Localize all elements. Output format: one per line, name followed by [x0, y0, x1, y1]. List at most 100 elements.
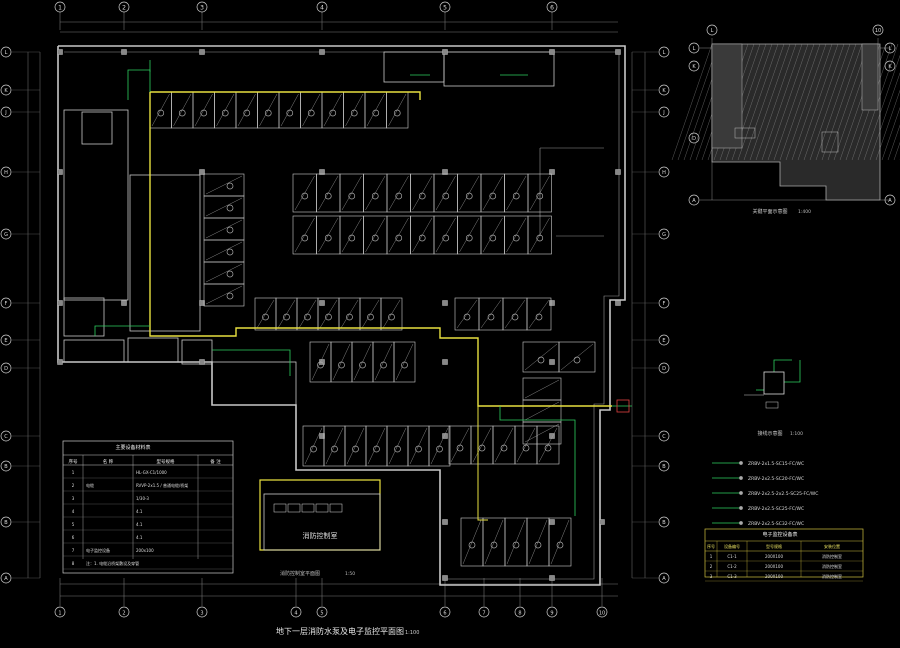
legend-table-cell: 5 — [72, 522, 75, 527]
equipment-table-cell: 2 — [710, 564, 713, 569]
elevator — [81, 111, 113, 145]
drawing-scale: 1:100 — [405, 630, 419, 636]
parking-marker — [324, 192, 332, 200]
structural-column — [442, 49, 448, 55]
legend-table-cell: 3 — [72, 496, 75, 501]
legend-dot — [739, 476, 743, 480]
parking-marker — [346, 313, 353, 321]
legend-table-cell: 4.1 — [136, 535, 143, 540]
detail-cabinet — [763, 371, 785, 395]
structural-column — [319, 169, 325, 175]
parking-marker — [468, 541, 476, 549]
structural-column — [199, 169, 205, 175]
axis-label-bottom: 7 — [482, 611, 485, 617]
legend-table-cell: 6 — [72, 535, 75, 540]
legend-table-cell: 注：1. 电缆沿桥架敷设及穿管 — [86, 560, 139, 566]
hatch-line — [803, 43, 845, 161]
parking-marker — [535, 313, 543, 321]
axis-label-bottom: 9 — [550, 611, 553, 617]
parking-marker — [301, 192, 309, 200]
cable-route-main — [150, 91, 421, 100]
structural-column — [199, 49, 205, 55]
structural-column — [442, 575, 448, 581]
parking-marker — [487, 313, 495, 321]
parking-marker — [556, 541, 564, 549]
structural-column — [57, 169, 63, 175]
detail-cable — [784, 360, 801, 383]
legend-text: ZRBV-2x2.5-2x2.5-SC25-FC/WC — [748, 491, 818, 497]
axis-label-top: 5 — [443, 5, 447, 12]
parking-space — [522, 421, 562, 445]
hatch-line — [869, 72, 900, 161]
key-axis-label: A — [692, 198, 696, 204]
parking-marker — [442, 234, 450, 242]
structural-column — [442, 169, 448, 175]
axis-label-left: E — [4, 338, 7, 344]
axis-bubble-bottom — [316, 606, 328, 618]
key-plan-caption: 关键平面示意图 — [752, 208, 787, 215]
hatch-line — [887, 124, 900, 161]
axis-label-left: F — [5, 301, 8, 307]
axis-bubble-right — [658, 362, 670, 374]
equipment-table-header: 序号 — [707, 543, 715, 549]
parking-marker — [465, 234, 473, 242]
key-axis-bubble — [884, 42, 896, 54]
structural-column — [57, 359, 63, 365]
parking-marker — [463, 313, 471, 321]
axis-bubble-right — [658, 516, 670, 528]
structural-column — [549, 49, 555, 55]
legend-table-header: 备 注 — [210, 458, 221, 465]
axis-bubble-bottom — [546, 606, 558, 618]
parking-marker — [573, 356, 581, 364]
hatch-line — [791, 43, 833, 161]
legend-table-cell: RVVP-2x1.5 / 普通电缆/桥架 — [136, 482, 188, 488]
parking-marker — [536, 192, 544, 200]
equipment-table-cell: 200X100 — [765, 554, 783, 559]
axis-label-left: H — [4, 170, 8, 176]
axis-label-left: C — [4, 434, 8, 440]
key-axis-bubble — [688, 132, 700, 144]
equipment-table-cell: 1 — [710, 554, 713, 559]
parking-marker — [371, 192, 379, 200]
axis-bubble-left — [0, 228, 12, 240]
parking-marker — [512, 192, 520, 200]
parking-marker — [350, 109, 358, 117]
hatch-line — [779, 43, 821, 161]
parking-marker — [393, 109, 401, 117]
parking-marker — [200, 109, 208, 117]
axis-bubble-top — [316, 1, 328, 13]
hatched-zone — [711, 43, 743, 149]
parking-marker — [380, 361, 387, 369]
parking-marker — [544, 444, 552, 452]
room — [383, 51, 445, 83]
axis-bubble-right — [658, 84, 670, 96]
axis-label-bottom: 4 — [294, 611, 297, 617]
key-axis-bubble — [872, 24, 884, 36]
control-room-box — [263, 493, 381, 551]
control-room-caption: 消防控制室平面图 — [280, 570, 320, 577]
legend-table-cell: 2 — [72, 483, 75, 488]
axis-bubble-top — [439, 1, 451, 13]
entry-box — [616, 399, 630, 413]
parking-marker — [415, 445, 422, 453]
axis-label-right: L — [663, 50, 666, 56]
structural-column — [442, 300, 448, 306]
room — [211, 361, 297, 406]
structural-column — [57, 49, 63, 55]
parking-marker — [401, 361, 408, 369]
legend-text: ZRBV-2x2.5-SC20-FC/WC — [748, 476, 804, 482]
axis-label-right: C — [662, 434, 666, 440]
hatch-line — [785, 43, 827, 161]
inner-wall — [64, 51, 620, 580]
axis-label-bottom: 2 — [122, 611, 125, 617]
parking-marker — [329, 109, 337, 117]
parking-marker — [226, 248, 234, 256]
parking-space — [526, 297, 552, 331]
equipment-table-title: 电子监控设备表 — [762, 531, 797, 538]
hatch-line — [743, 43, 785, 161]
axis-bubble-top — [546, 1, 558, 13]
legend-text: ZRBV-2x2.5-SC32-FC/WC — [748, 521, 804, 527]
structural-column — [549, 169, 555, 175]
hatch-line — [821, 43, 863, 161]
